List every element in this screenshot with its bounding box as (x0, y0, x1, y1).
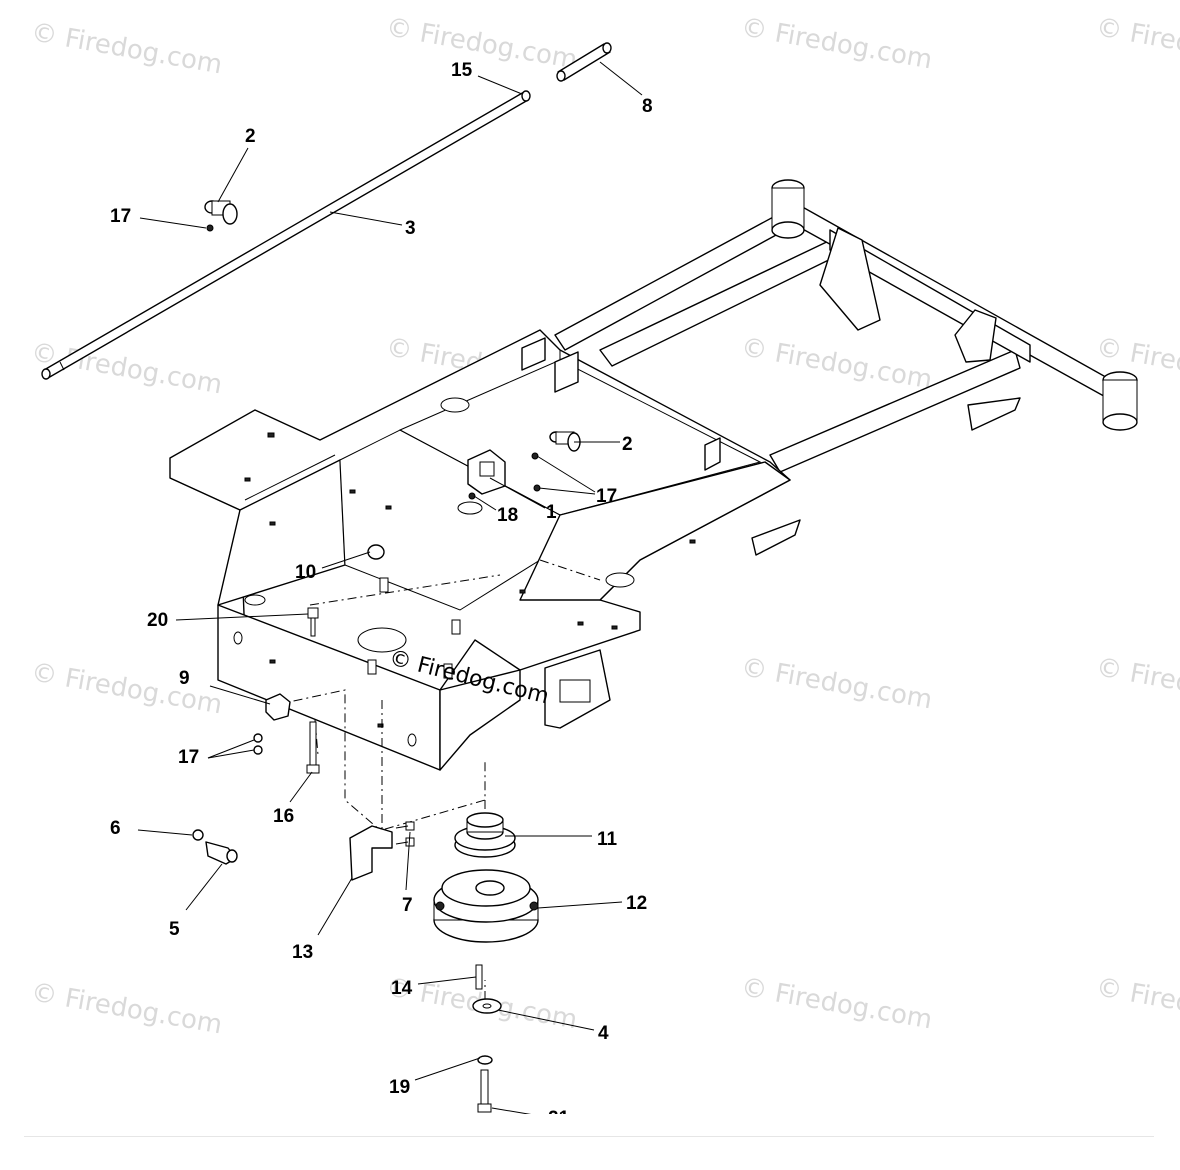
main-frame-plate (169, 329, 791, 771)
leader-lines (137, 61, 643, 1117)
watermark: © Firedog.com (739, 332, 935, 395)
part-3-rod (41, 90, 531, 380)
callout-1: 1 (546, 502, 557, 523)
part-19-lockwasher (477, 1055, 493, 1065)
callout-16: 16 (273, 806, 294, 827)
part-4-washer (472, 998, 502, 1014)
callout-8: 8 (642, 96, 653, 117)
part-12-clutch (433, 869, 539, 943)
part-21-bolt (477, 1069, 492, 1113)
part-9-clip (265, 693, 291, 721)
part-20-bolt (307, 607, 319, 637)
callout-labels: 15 8 2 17 3 2 17 18 1 10 20 9 17 16 6 5 … (110, 60, 653, 1129)
callout-17: 17 (596, 486, 617, 507)
callout-18: 18 (497, 505, 518, 526)
callout-10: 10 (295, 562, 316, 583)
part-10-plug (367, 544, 385, 560)
callout-12: 12 (626, 893, 647, 914)
callout-2: 2 (245, 126, 256, 147)
callout-17: 17 (178, 747, 199, 768)
watermark: © Firedog.com (1094, 972, 1180, 1035)
callout-20: 20 (147, 610, 168, 631)
bottom-divider (24, 1136, 1154, 1137)
callout-14: 14 (391, 978, 413, 999)
callout-19: 19 (389, 1077, 410, 1098)
watermark: © Firedog.com (1094, 652, 1180, 715)
callout-7: 7 (402, 895, 413, 916)
watermark: © Firedog.com (1094, 12, 1180, 75)
rear-frame-tubes (554, 179, 1138, 556)
callout-5: 5 (169, 919, 180, 940)
callout-15: 15 (451, 60, 473, 81)
watermark: © Firedog.com (739, 12, 935, 75)
part-5-fitting (205, 841, 238, 865)
callout-17: 17 (110, 206, 131, 227)
callout-6: 6 (110, 818, 121, 839)
watermark: © Firedog.com (739, 652, 935, 715)
part-14-key (475, 964, 483, 990)
part-2-pivot-upper (204, 200, 238, 232)
part-13-bracket (349, 825, 393, 881)
part-17-nuts (253, 733, 263, 755)
part-1-switch (467, 449, 541, 500)
callout-11: 11 (597, 829, 618, 850)
bottom-crop (0, 1114, 1180, 1165)
callout-4: 4 (598, 1023, 609, 1044)
watermark: © Firedog.com (29, 977, 225, 1040)
part-11-pulley (454, 812, 516, 858)
callout-13: 13 (292, 942, 313, 963)
watermark: © Firedog.com (29, 17, 225, 80)
callout-2: 2 (622, 434, 633, 455)
part-6-oring (192, 829, 204, 841)
part-8-pin (556, 42, 612, 82)
watermark: © Firedog.com (739, 972, 935, 1035)
callout-9: 9 (179, 668, 190, 689)
callout-3: 3 (405, 218, 416, 239)
watermark: © Firedog.com (29, 657, 225, 720)
part-16-bolt (306, 721, 320, 774)
part-7-bolts (395, 821, 415, 847)
watermark: © Firedog.com (384, 12, 580, 75)
